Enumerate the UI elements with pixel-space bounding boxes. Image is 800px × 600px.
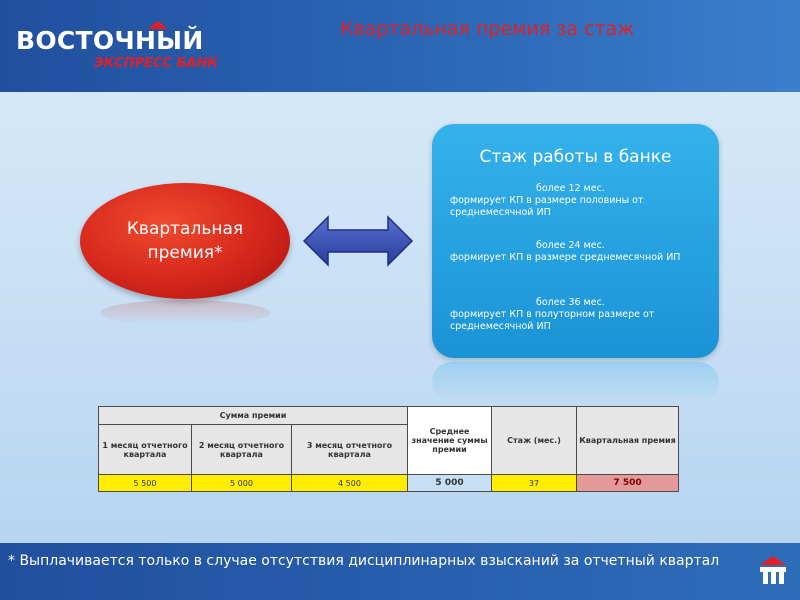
table-group-header: Сумма премии	[97, 406, 409, 425]
bank-logo-subtitle: ЭКСПРЕСС БАНК	[94, 56, 219, 71]
table-cell-quarterly: 7 500	[576, 474, 680, 492]
tenure-block-heading: более 36 мес.	[536, 297, 605, 308]
table-header-average: Среднее значение суммы премии	[407, 406, 493, 475]
bank-logo-icon	[760, 556, 786, 584]
tenure-block-heading: более 24 мес.	[536, 240, 605, 251]
table-header-month-2: 2 месяц отчетного квартала	[191, 424, 292, 475]
tenure-block-text: формирует КП в размере половины от средн…	[450, 195, 644, 218]
logo-roof-icon	[148, 21, 168, 29]
table-header-tenure: Стаж (мес.)	[491, 406, 578, 475]
table-cell-month-3: 4 500	[290, 474, 409, 492]
tenure-block-12: более 12 мес. формирует КП в размере пол…	[450, 183, 710, 219]
table-cell-tenure: 37	[491, 474, 578, 492]
table-header-quarterly: Квартальная премия	[576, 406, 680, 475]
ellipse-reflection	[100, 300, 270, 326]
tenure-box-title: Стаж работы в банке	[479, 147, 672, 167]
tenure-block-text: формирует КП в полуторном размере от сре…	[450, 309, 655, 332]
table-header-month-1: 1 месяц отчетного квартала	[98, 424, 192, 475]
footer-note: * Выплачивается только в случае отсутств…	[8, 553, 720, 569]
double-arrow-icon	[302, 215, 414, 267]
bank-logo-text: ВОСТОЧНЫЙ	[16, 26, 204, 55]
bonus-table: Сумма премии Среднее значение суммы прем…	[97, 406, 680, 492]
tenure-box: Стаж работы в банке более 12 мес. формир…	[432, 124, 719, 358]
footer-bar: * Выплачивается только в случае отсутств…	[0, 543, 800, 600]
tenure-block-text: формирует КП в размере среднемесячной ИП	[450, 252, 681, 263]
table-cell-month-1: 5 500	[98, 474, 192, 492]
header-bar: ВОСТОЧНЫЙ ЭКСПРЕСС БАНК Квартальная прем…	[0, 0, 800, 92]
tenure-block-36: более 36 мес. формирует КП в полуторном …	[450, 297, 710, 333]
quarterly-bonus-ellipse: Квартальная премия*	[80, 183, 290, 299]
table-cell-average: 5 000	[407, 474, 493, 492]
tenure-block-heading: более 12 мес.	[536, 183, 605, 194]
table-header-month-3: 3 месяц отчетного квартала	[290, 424, 409, 475]
ellipse-label: Квартальная премия*	[126, 219, 244, 263]
tenure-box-reflection	[432, 362, 719, 402]
table-cell-month-2: 5 000	[191, 474, 292, 492]
tenure-block-24: более 24 мес. формирует КП в размере сре…	[450, 240, 710, 264]
slide-title: Квартальная премия за стаж	[340, 18, 635, 40]
